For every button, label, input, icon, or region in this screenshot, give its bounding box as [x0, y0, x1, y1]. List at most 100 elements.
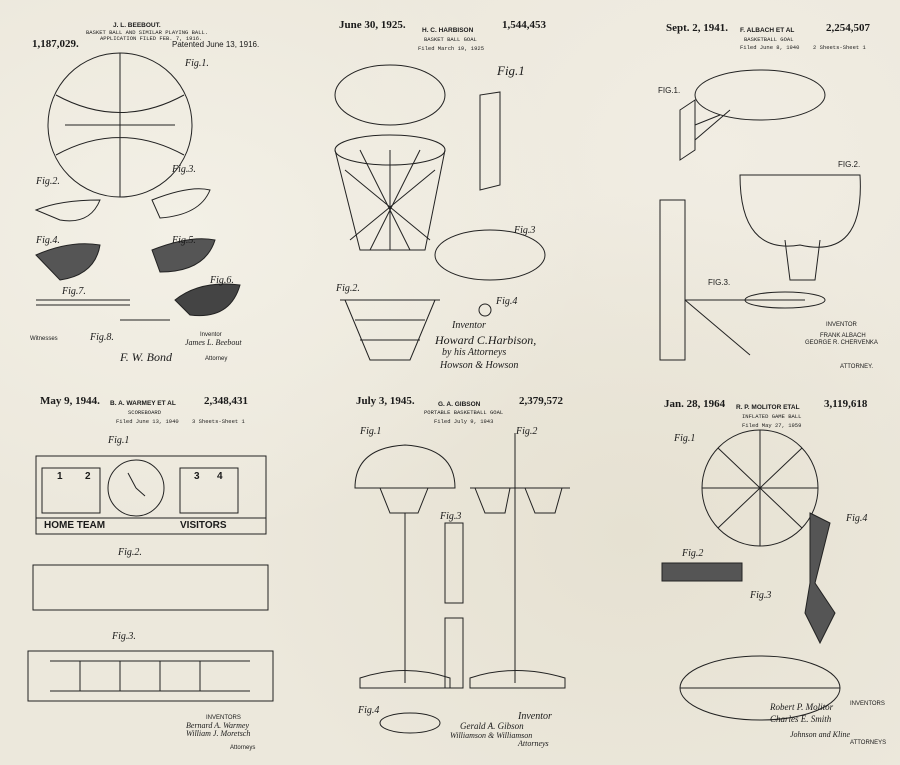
fig-label: Fig.2: [682, 548, 704, 559]
attorneys-signature: Howson & Howson: [440, 360, 519, 371]
filed-date: APPLICATION FILED FEB. 7, 1916.: [100, 35, 203, 42]
patent-panel-harbison: June 30, 1925. H. C. HARBISON BASKET BAL…: [300, 0, 600, 382]
fig-label: Fig.3: [514, 225, 536, 236]
inventor-name-1: FRANK ALBACH: [820, 333, 866, 339]
inventor-label: Inventor: [518, 711, 552, 722]
fig-label: Fig.1: [497, 63, 525, 78]
patent-panel-gibson: July 3, 1945. G. A. GIBSON PORTABLE BASK…: [300, 383, 600, 765]
attorney-signature: Johnson and Kline: [790, 730, 850, 739]
inventor-name: G. A. GIBSON: [438, 401, 481, 408]
inventor-label: INVENTOR: [826, 322, 857, 328]
fig-label: Fig.6.: [210, 275, 234, 286]
attorney-label: Attorneys: [230, 745, 256, 751]
fig-label: Fig.3: [750, 590, 772, 601]
fig-label: Fig.2.: [118, 547, 142, 558]
fig-label: Fig.2: [516, 426, 538, 437]
attorney-label: ATTORNEY.: [840, 364, 874, 370]
filed-date: Filed June 8, 1940: [740, 44, 800, 51]
patent-number: 2,379,572: [519, 395, 563, 407]
fig-label: FIG.3.: [708, 278, 731, 287]
attorney-label: ATTORNEYS: [850, 740, 887, 746]
patent-title: BASKETBALL GOAL: [744, 36, 794, 43]
inventor-name: B. A. WARMEY ET AL: [110, 400, 176, 407]
fig-label: Fig.2.: [336, 283, 360, 294]
patent-title: BASKET BALL GOAL: [424, 36, 477, 43]
inventor-label: INVENTORS: [850, 701, 885, 707]
filed-date: Filed July 9, 1943: [434, 418, 494, 425]
patent-number: 2,348,431: [204, 395, 248, 407]
filed-date: Filed May 27, 1959: [742, 422, 802, 429]
goal-drawing: [334, 64, 546, 361]
visitors-label: VISITORS: [180, 520, 227, 531]
fig-label: FIG.2.: [838, 160, 861, 169]
fig-label: Fig.1: [674, 433, 696, 444]
period-1: 1: [57, 471, 63, 482]
patent-panel-albach: Sept. 2, 1941. F. ALBACH ET AL BASKETBAL…: [600, 0, 900, 382]
fig-label: Fig.4.: [36, 235, 60, 246]
inventor-label: Inventor: [452, 320, 486, 331]
goal-drawing: [659, 69, 861, 361]
patent-date: June 30, 1925.: [339, 19, 406, 31]
fig-label: Fig.1: [108, 435, 130, 446]
patent-number: 1,544,453: [502, 19, 546, 31]
patent-date: May 9, 1944.: [40, 395, 100, 407]
fig-label: Fig.4: [496, 296, 518, 307]
attorney-label: Attorneys: [518, 739, 549, 748]
sheet-count: 3 Sheets-Sheet 1: [192, 418, 245, 425]
patent-number: 1,187,029.: [32, 38, 79, 50]
patent-date: Patented June 13, 1916.: [172, 40, 260, 49]
fig-label: Fig.1.: [185, 58, 209, 69]
fig-label: Fig.2.: [36, 176, 60, 187]
patent-title: BASKET BALL AND SIMILAR PLAYING BALL.: [86, 29, 209, 36]
patent-title: INFLATED GAME BALL: [742, 413, 802, 420]
inventor-name-2: William J. Moretsch: [186, 729, 251, 738]
inventor-name-2: GEORGE R. CHERVENKA: [805, 340, 878, 346]
inventor-signature: James L. Beebout: [185, 338, 242, 347]
patent-date: Jan. 28, 1964: [664, 398, 726, 410]
ball-drawing: [34, 52, 241, 321]
scoreboard-drawing: [27, 455, 274, 702]
inventor-label: INVENTORS: [206, 715, 241, 721]
patent-panel-beebout: J. L. BEEBOUT. BASKET BALL AND SIMILAR P…: [0, 0, 300, 382]
fig-label: Fig.7.: [62, 286, 86, 297]
attorneys-signature: Williamson & Williamson: [450, 731, 533, 740]
patent-panel-molitor: Jan. 28, 1964 R. P. MOLITOR ETAL INFLATE…: [600, 383, 900, 765]
inventor-label: Inventor: [200, 332, 222, 338]
fig-label: Fig.8.: [90, 332, 114, 343]
patent-number: 3,119,618: [824, 398, 868, 410]
filed-date: Filed June 13, 1940: [116, 418, 179, 425]
portable-goal-drawing: [354, 433, 570, 734]
fig-label: Fig.4: [846, 513, 868, 524]
inventor-name: F. ALBACH ET AL: [740, 27, 795, 34]
fig-label: Fig.3: [440, 511, 462, 522]
attorney-signature: F. W. Bond: [120, 350, 173, 364]
sheet-count: 2 Sheets-Sheet 1: [813, 44, 866, 51]
witnesses-label: Witnesses: [30, 336, 58, 342]
period-2: 2: [85, 471, 91, 482]
home-team-label: HOME TEAM: [44, 520, 106, 531]
period-4: 4: [217, 471, 223, 482]
patent-number: 2,254,507: [826, 22, 870, 34]
inventor-name: R. P. MOLITOR ETAL: [736, 404, 800, 411]
by-attorneys: by his Attorneys: [442, 347, 507, 358]
patent-date: July 3, 1945.: [356, 395, 415, 407]
inventor-signature: Gerald A. Gibson: [460, 721, 524, 731]
inventor-name-1: Robert P. Molitor: [770, 702, 834, 712]
period-3: 3: [194, 471, 200, 482]
fig-label: Fig.1: [360, 426, 382, 437]
patent-panel-warmey: May 9, 1944. B. A. WARMEY ET AL SCOREBOA…: [0, 383, 300, 765]
patent-title: PORTABLE BASKETBALL GOAL: [424, 409, 504, 416]
patent-date: Sept. 2, 1941.: [666, 22, 729, 34]
patent-title: SCOREBOARD: [128, 409, 162, 416]
fig-label: Fig.4: [358, 705, 380, 716]
inventor-name: J. L. BEEBOUT.: [113, 22, 161, 29]
inventor-name-2: Charles E. Smith: [770, 714, 832, 724]
fig-label: FIG.1.: [658, 86, 681, 95]
inventor-signature: Howard C.Harbison,: [435, 333, 537, 347]
game-ball-drawing: [661, 429, 841, 721]
filed-date: Filed March 19, 1925: [418, 45, 485, 52]
fig-label: Fig.3.: [172, 164, 196, 175]
inventor-name: H. C. HARBISON: [422, 27, 474, 34]
fig-label: Fig.3.: [112, 631, 136, 642]
inventor-name-1: Bernard A. Warmey: [186, 721, 250, 730]
